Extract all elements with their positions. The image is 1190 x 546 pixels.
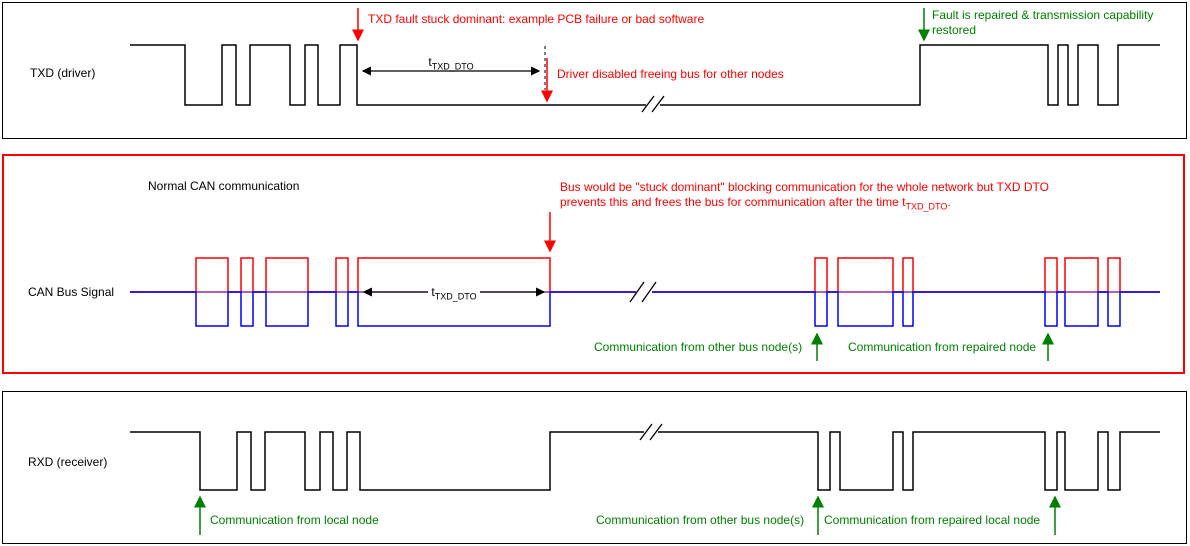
fault-repaired-annotation: Fault is repaired & transmission capabil…	[932, 8, 1154, 37]
driver-disabled-annotation: Driver disabled freeing bus for other no…	[557, 67, 784, 81]
bus-comm-repaired-label: Communication from repaired node	[848, 340, 1037, 354]
rxd-comm-other-label: Communication from other bus node(s)	[596, 513, 805, 527]
rxd-signal-label: RXD (receiver)	[28, 455, 108, 469]
can-bus-panel	[2, 154, 1185, 374]
bus-comm-other-label: Communication from other bus node(s)	[594, 340, 803, 354]
rxd-comm-repaired-label: Communication from repaired local node	[824, 513, 1041, 527]
txd-fault-annotation: TXD fault stuck dominant: example PCB fa…	[368, 12, 705, 26]
rxd-comm-local-label: Communication from local node	[210, 513, 379, 527]
txd-signal-label: TXD (driver)	[30, 66, 96, 80]
stuck-dominant-annotation: Bus would be "stuck dominant" blocking c…	[560, 180, 1049, 212]
rxd-panel	[2, 391, 1187, 544]
txd-panel	[2, 2, 1187, 139]
normal-can-label: Normal CAN communication	[148, 179, 300, 193]
bus-dto-duration-label: tTXD_DTO	[364, 285, 544, 303]
txd-dto-duration-label: tTXD_DTO	[428, 55, 474, 72]
can-bus-signal-label: CAN Bus Signal	[28, 285, 115, 299]
